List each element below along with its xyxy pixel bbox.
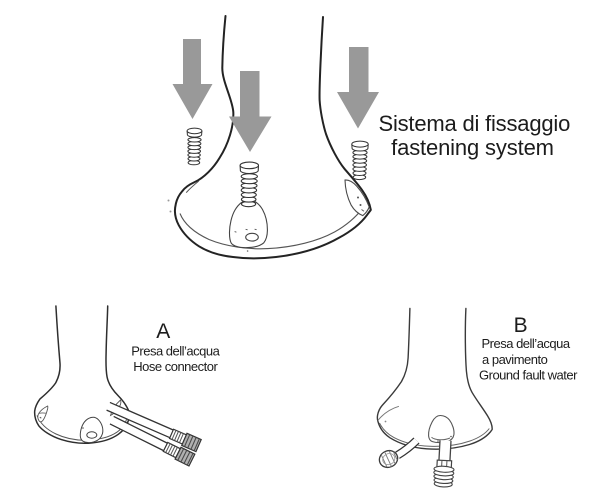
svg-text:B: B — [514, 314, 528, 337]
svg-text:Presa dell’acqua: Presa dell’acqua — [131, 344, 220, 359]
svg-text:a pavimento: a pavimento — [482, 352, 548, 367]
svg-text:Presa dell’acqua: Presa dell’acqua — [482, 336, 571, 351]
svg-text:Sistema di fissaggio: Sistema di fissaggio — [378, 111, 570, 136]
svg-text:fastening system: fastening system — [391, 135, 554, 160]
svg-text:Ground fault water: Ground fault water — [479, 368, 578, 383]
svg-text:Hose connector: Hose connector — [133, 359, 218, 374]
svg-text:A: A — [156, 320, 170, 343]
